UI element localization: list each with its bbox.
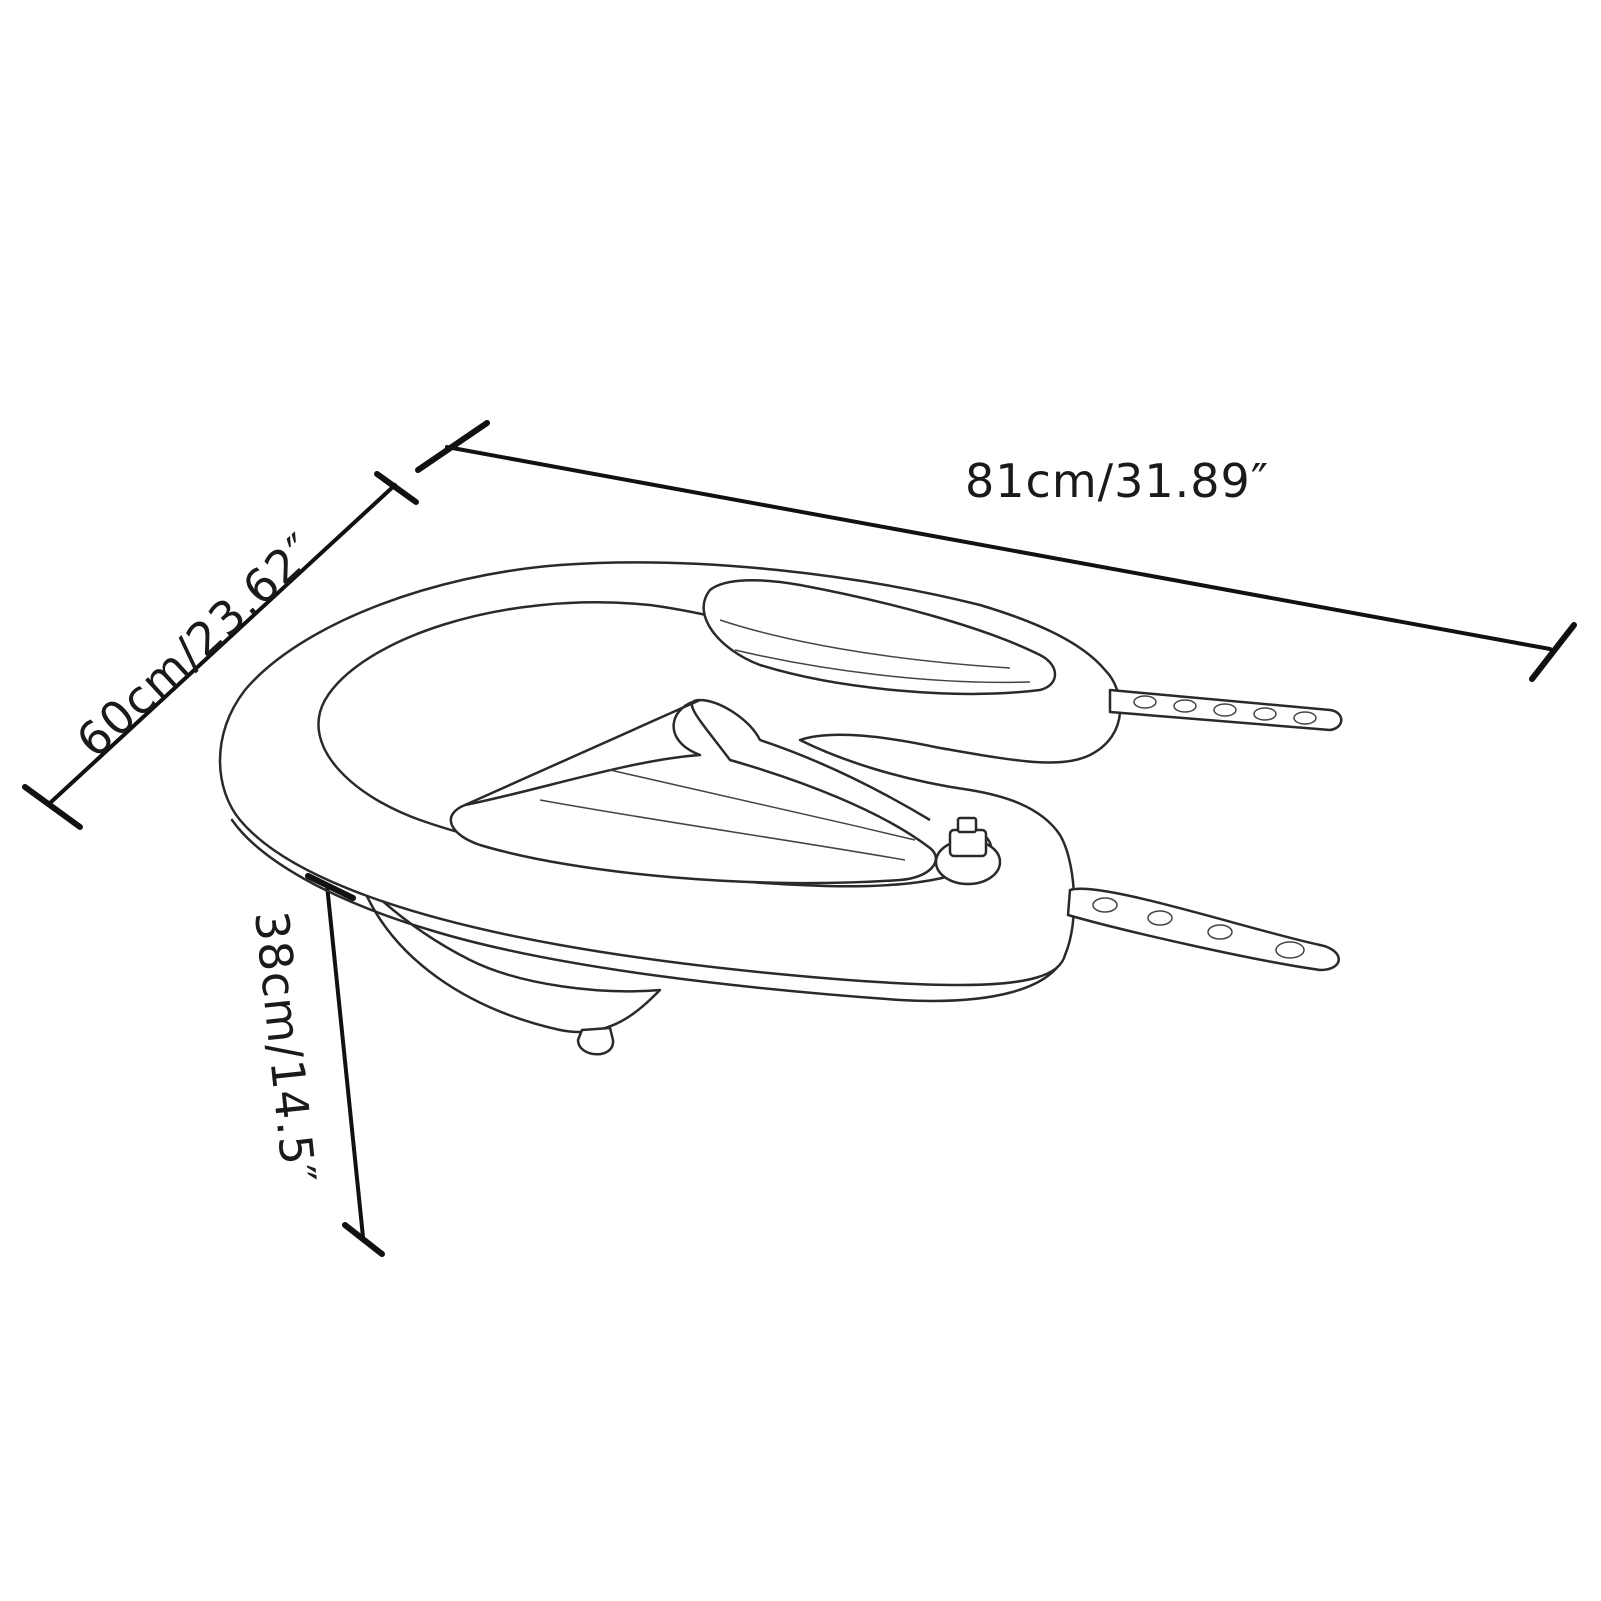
basin-outer-ring — [218, 561, 1122, 987]
lower-strap — [1066, 887, 1340, 972]
basin-bowl-underside — [358, 878, 662, 1034]
upper-strap — [1108, 688, 1343, 732]
basin-rim-band — [230, 818, 1067, 1003]
lower-neck-cushion — [449, 698, 937, 885]
length-dimension: 81cm/31.89″ — [415, 420, 1577, 682]
height-dimension: 38cm/14.5″ — [244, 873, 385, 1257]
upper-head-cushion — [702, 579, 1057, 696]
drain-knob — [576, 1026, 615, 1056]
height-label: 38cm/14.5″ — [244, 909, 326, 1187]
drain-valve — [934, 816, 1002, 886]
basin-drawing — [218, 561, 1343, 1056]
length-label: 81cm/31.89″ — [965, 454, 1269, 508]
